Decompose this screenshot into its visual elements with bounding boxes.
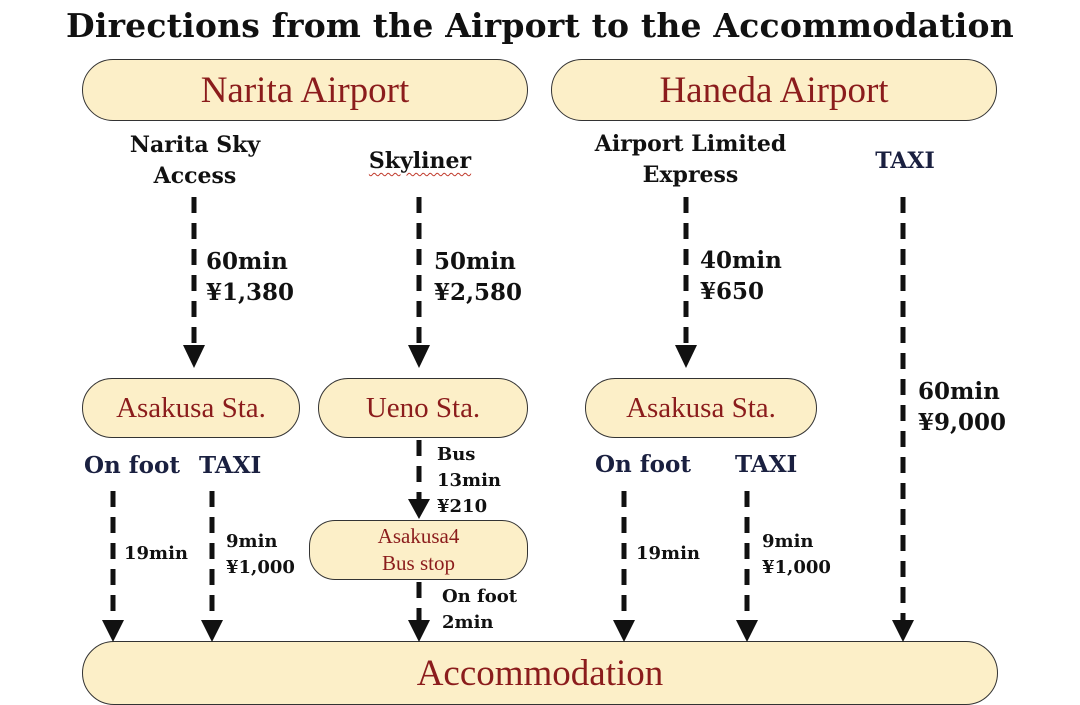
airport-limited-express-time: 40min: [700, 247, 782, 274]
asakusa-station-node-2: Asakusa Sta.: [585, 378, 817, 438]
airport-limited-express-label: Airport Limited Express: [594, 131, 787, 188]
bus-price: ¥210: [437, 496, 488, 517]
skyliner-price: ¥2,580: [434, 279, 523, 306]
airport-limited-express-price: ¥650: [700, 278, 765, 305]
asakusa2-on-foot-time: 19min: [636, 543, 701, 564]
bus-label: Bus: [437, 444, 476, 465]
arrowhead-airport-limited-express: [675, 345, 697, 368]
narita-sky-access-price: ¥1,380: [206, 279, 295, 306]
haneda-airport-node: Haneda Airport: [551, 59, 997, 121]
page-title: Directions from the Airport to the Accom…: [66, 6, 1014, 45]
asakusa2-taxi-label: TAXI: [735, 451, 798, 478]
bus-stop-on-foot-label: On foot: [442, 586, 518, 607]
haneda-taxi-label: TAXI: [875, 148, 935, 174]
arrowhead-ueno-bus: [408, 499, 430, 519]
arrowhead-bus-stop-foot: [408, 620, 430, 642]
asakusa1-on-foot-time: 19min: [124, 543, 189, 564]
arrowhead-narita-sky-access: [183, 345, 205, 368]
arrowhead-asakusa2-taxi: [736, 620, 758, 642]
asakusa1-taxi-time: 9min: [226, 531, 278, 552]
asakusa1-taxi-label: TAXI: [199, 452, 262, 479]
arrowhead-asakusa2-foot: [613, 620, 635, 642]
skyliner-label: Skyliner: [368, 148, 472, 174]
haneda-taxi-price: ¥9,000: [918, 409, 1007, 436]
arrowhead-asakusa1-taxi: [201, 620, 223, 642]
asakusa2-on-foot-label: On foot: [595, 451, 691, 478]
narita-sky-access-time: 60min: [206, 248, 288, 275]
bus-stop-on-foot-time: 2min: [442, 612, 494, 633]
ueno-station-node: Ueno Sta.: [318, 378, 528, 438]
accommodation-node: Accommodation: [82, 641, 998, 705]
narita-airport-node: Narita Airport: [82, 59, 528, 121]
asakusa4-bus-stop-node: Asakusa4 Bus stop: [309, 520, 528, 580]
asakusa-station-node-1: Asakusa Sta.: [82, 378, 300, 438]
bus-stop-line2: Bus stop: [382, 551, 455, 575]
narita-sky-access-label: Narita Sky Access: [129, 132, 261, 189]
asakusa1-on-foot-label: On foot: [84, 452, 180, 479]
skyliner-time: 50min: [434, 248, 516, 275]
arrowhead-skyliner: [408, 345, 430, 368]
bus-stop-line1: Asakusa4: [377, 524, 460, 548]
haneda-taxi-time: 60min: [918, 378, 1000, 405]
arrowhead-asakusa1-foot: [102, 620, 124, 642]
asakusa2-taxi-price: ¥1,000: [762, 557, 831, 578]
bus-time: 13min: [437, 470, 502, 491]
asakusa2-taxi-time: 9min: [762, 531, 814, 552]
asakusa1-taxi-price: ¥1,000: [226, 557, 295, 578]
arrowhead-haneda-taxi: [892, 620, 914, 642]
